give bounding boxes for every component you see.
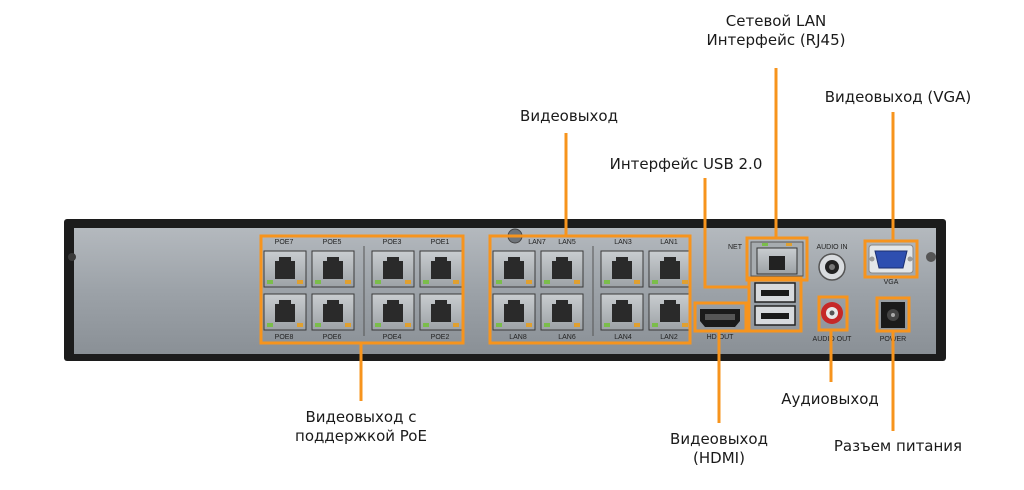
- callout-audio-out: Аудиовыход: [765, 390, 895, 409]
- lan-jack-bottom-2: [540, 293, 584, 331]
- net-label: NET: [728, 244, 743, 251]
- lan-jack-bottom-1: [492, 293, 536, 331]
- audio-in-jack: [818, 253, 846, 281]
- vga-highlight: [863, 239, 919, 279]
- audio-in-label: AUDIO IN: [816, 244, 847, 251]
- lan-label-top-2: LAN5: [558, 239, 576, 246]
- lan-label-bottom-2: LAN6: [558, 334, 576, 341]
- audio-out-jack: [821, 302, 843, 324]
- lan-label-top-1: LAN7: [528, 239, 546, 246]
- callout-vga: Видеовыход (VGA): [810, 88, 986, 107]
- hdmi-port: [700, 309, 740, 327]
- callout-hdmi-line2: (HDMI): [693, 449, 745, 467]
- poe-jack-bottom-2: [311, 293, 355, 331]
- lan-label-top-4: LAN1: [660, 239, 678, 246]
- poe-label-top-3: POE3: [383, 239, 402, 246]
- poe-jack-top-3: [371, 250, 415, 288]
- lan-label-top-3: LAN3: [614, 239, 632, 246]
- lan-jack-top-1: [492, 250, 536, 288]
- lan-port-group: [492, 246, 692, 336]
- lan-jack-top-3: [600, 250, 644, 288]
- power-jack: [881, 302, 905, 328]
- poe-label-bottom-3: POE4: [383, 334, 402, 341]
- callout-power-line1: Разъем питания: [833, 437, 963, 455]
- callout-poe-line2: поддержкой PoE: [295, 427, 427, 445]
- vga-port: [868, 244, 914, 274]
- leader-lines: [359, 68, 895, 431]
- poe-jack-top-2: [311, 250, 355, 288]
- poe-jack-bottom-3: [371, 293, 415, 331]
- callout-video-out: Видеовыход: [494, 107, 644, 126]
- callout-video-out-line1: Видеовыход: [520, 107, 618, 125]
- poe-port-group: [263, 246, 463, 336]
- poe-label-top-4: POE1: [431, 239, 450, 246]
- callout-usb-line1: Интерфейс USB 2.0: [609, 155, 763, 173]
- callout-audio-out-line1: Аудиовыход: [781, 390, 879, 408]
- poe-jack-top-1: [263, 250, 307, 288]
- lan-highlight: [488, 234, 692, 345]
- poe-label-bottom-4: POE2: [431, 334, 450, 341]
- lan-label-bottom-4: LAN2: [660, 334, 678, 341]
- callout-usb: Интерфейс USB 2.0: [596, 155, 776, 174]
- lan-jack-top-4: [648, 250, 692, 288]
- vga-label: VGA: [884, 279, 899, 286]
- callout-poe-line1: Видеовыход с: [305, 408, 417, 426]
- poe-label-top-2: POE5: [323, 239, 342, 246]
- callout-lan-interface: Сетевой LAN Интерфейс (RJ45): [686, 12, 866, 50]
- poe-jack-bottom-4: [419, 293, 463, 331]
- callout-poe: Видеовыход с поддержкой PoE: [281, 408, 441, 446]
- poe-label-bottom-1: POE8: [275, 334, 294, 341]
- usb-leader: [703, 178, 749, 289]
- screw-right: [926, 252, 936, 262]
- poe-label-bottom-2: POE6: [323, 334, 342, 341]
- audio-out-highlight: [817, 295, 849, 332]
- lan-label-bottom-3: LAN4: [614, 334, 632, 341]
- screw-left: [68, 253, 76, 261]
- poe-label-top-1: POE7: [275, 239, 294, 246]
- callout-lan-interface-line2: Интерфейс (RJ45): [706, 31, 846, 49]
- callout-hdmi: Видеовыход (HDMI): [654, 430, 784, 468]
- lan-jack-top-2: [540, 250, 584, 288]
- lan-jack-bottom-3: [600, 293, 644, 331]
- callout-hdmi-line1: Видеовыход: [670, 430, 768, 448]
- callout-vga-line1: Видеовыход (VGA): [824, 88, 972, 106]
- callout-lan-interface-line1: Сетевой LAN: [725, 12, 827, 30]
- net-port: [750, 241, 804, 277]
- poe-jack-bottom-1: [263, 293, 307, 331]
- lan-jack-bottom-4: [648, 293, 692, 331]
- callout-power: Разъем питания: [818, 437, 978, 456]
- usb-highlight: [747, 276, 803, 333]
- usb-ports: [754, 282, 796, 326]
- lan-label-bottom-1: LAN8: [509, 334, 527, 341]
- poe-jack-top-4: [419, 250, 463, 288]
